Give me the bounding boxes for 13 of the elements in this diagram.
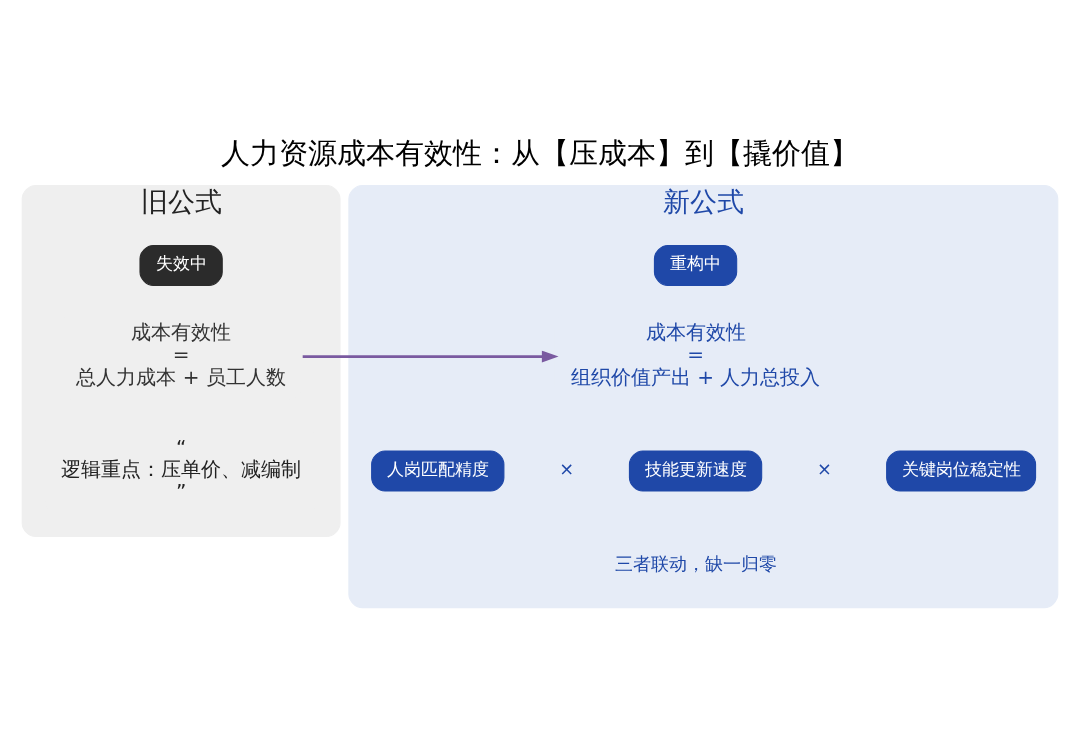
arrow xyxy=(302,350,559,362)
node-box: 重构中 xyxy=(653,244,738,286)
label: × xyxy=(817,458,832,479)
label: × xyxy=(559,458,575,479)
node-box: 失效中 xyxy=(139,244,223,286)
node-box: 关键岗位稳定性 xyxy=(886,449,1037,492)
node-text: “ 逻辑重点：压单价、减编制 ” xyxy=(61,434,302,503)
node-box: 人岗匹配精度 xyxy=(371,449,505,492)
diagram-title: 人力资源成本有效性：从【压成本】到【撬价值】 xyxy=(221,135,859,170)
label: 三者联动，缺一归零 xyxy=(614,553,777,574)
node-text: 成本有效性 = 总人力成本 + 员工人数 xyxy=(76,319,286,389)
node-box: 技能更新速度 xyxy=(628,449,763,492)
node-text: 成本有效性 = 组织价值产出 + 人力总投入 xyxy=(570,319,821,389)
